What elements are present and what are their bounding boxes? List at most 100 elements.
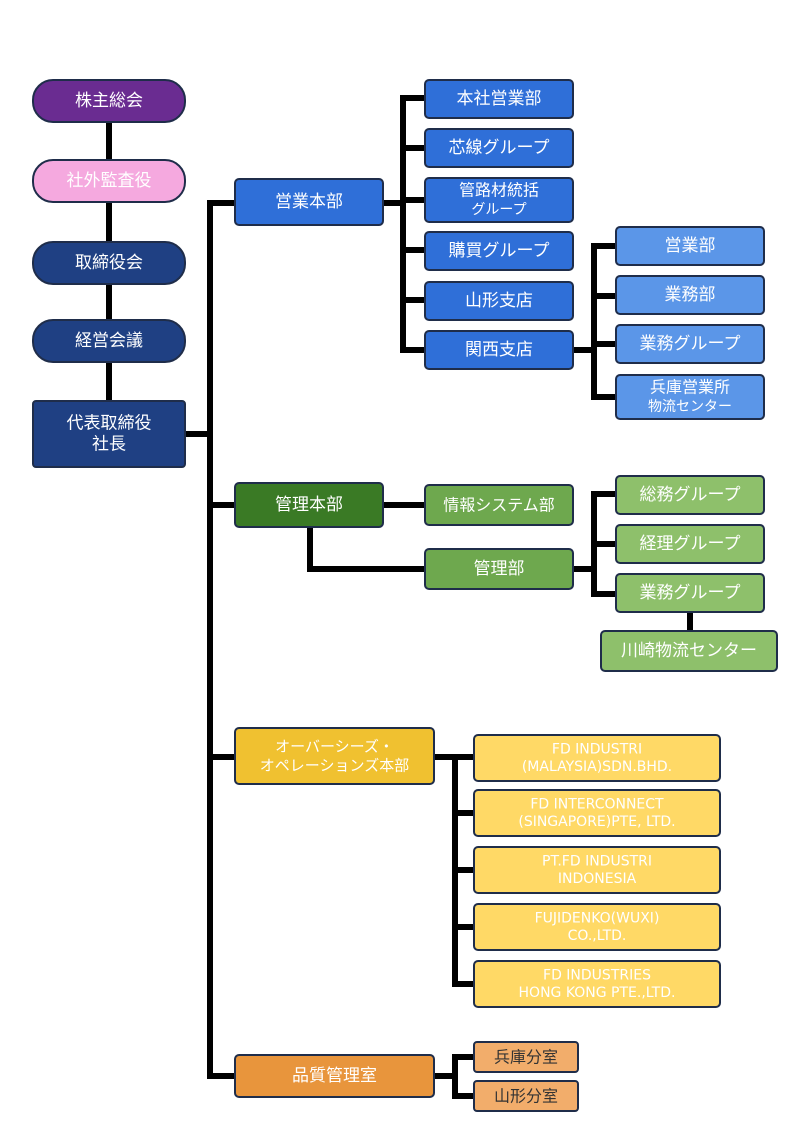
org-node-fujidenko-wuxi: FUJIDENKO(WUXI) CO.,LTD. (473, 903, 721, 951)
connector-lines (106, 95, 693, 1099)
node-label: 社外監査役 (67, 171, 152, 191)
node-label: 管路材統括 (459, 181, 539, 200)
org-node-k-business-group: 業務グループ (615, 324, 765, 364)
node-label: 本社営業部 (457, 89, 542, 109)
node-box (234, 1054, 435, 1098)
node-label: CO.,LTD. (568, 928, 627, 944)
org-node-fd-malaysia: FD INDUSTRI (MALAYSIA)SDN.BHD. (473, 734, 721, 782)
node-box (473, 1080, 579, 1112)
org-node-yamagata-branch: 山形支店 (424, 281, 574, 321)
node-box (615, 226, 765, 266)
org-node-sales-hq: 営業本部 (234, 178, 384, 226)
node-box (473, 846, 721, 894)
node-label: 管理部 (474, 559, 525, 579)
node-label: 社長 (92, 435, 126, 455)
node-box (615, 573, 765, 613)
node-label: INDONESIA (558, 871, 637, 887)
node-box (32, 400, 186, 468)
connector-line (307, 524, 428, 572)
node-box (615, 275, 765, 315)
node-box (424, 484, 574, 526)
node-label: 業務グループ (640, 583, 741, 603)
node-label: 関西支店 (465, 340, 533, 360)
org-node-shareholders: 株主総会 (32, 79, 186, 123)
node-label: 株主総会 (75, 91, 143, 111)
node-label: 経理グループ (640, 534, 741, 554)
node-box (473, 789, 721, 837)
node-box (32, 79, 186, 123)
node-label: オーバーシーズ・ (275, 738, 394, 756)
node-label: 管理本部 (275, 495, 343, 515)
node-label: 兵庫分室 (494, 1048, 558, 1067)
node-box (473, 960, 721, 1008)
node-box (32, 241, 186, 285)
org-node-hyogo-qa: 兵庫分室 (473, 1041, 579, 1073)
node-box (234, 178, 384, 226)
node-box (473, 903, 721, 951)
node-box (615, 524, 765, 564)
node-box (32, 319, 186, 363)
org-node-k-sales: 営業部 (615, 226, 765, 266)
node-label: 経営会議 (75, 331, 143, 351)
org-node-fd-indonesia: PT.FD INDUSTRI INDONESIA (473, 846, 721, 894)
org-node-admin-dept: 管理部 (424, 548, 574, 590)
org-node-accounting: 経理グループ (615, 524, 765, 564)
node-label: (SINGAPORE)PTE, LTD. (518, 814, 675, 830)
org-node-head-sales: 本社営業部 (424, 79, 574, 119)
node-box (615, 324, 765, 364)
node-label: 営業本部 (275, 192, 343, 212)
node-label: 業務グループ (640, 334, 741, 354)
node-label: 物流センター (648, 399, 732, 415)
node-label: PT.FD INDUSTRI (542, 853, 652, 869)
node-box (424, 231, 574, 271)
node-label: FD INTERCONNECT (530, 796, 664, 812)
org-node-kawasaki-center: 川崎物流センター (600, 630, 778, 672)
node-label: FUJIDENKO(WUXI) (535, 910, 660, 926)
node-box (615, 475, 765, 515)
org-node-a-business-group: 業務グループ (615, 573, 765, 613)
node-box (615, 374, 765, 420)
org-node-overseas-hq: オーバーシーズ・オペレーションズ本部 (234, 727, 435, 785)
org-node-board: 取締役会 (32, 241, 186, 285)
org-node-qa-office: 品質管理室 (234, 1054, 435, 1098)
node-label: FD INDUSTRI (552, 741, 642, 757)
node-label: 川崎物流センター (621, 641, 757, 661)
org-node-purchase-group: 購買グループ (424, 231, 574, 271)
org-node-yamagata-qa: 山形分室 (473, 1080, 579, 1112)
node-box (473, 734, 721, 782)
node-box (424, 281, 574, 321)
node-box (424, 79, 574, 119)
node-box (424, 177, 574, 223)
org-node-k-business: 業務部 (615, 275, 765, 315)
node-box (473, 1041, 579, 1073)
org-node-auditors: 社外監査役 (32, 159, 186, 203)
node-label: HONG KONG PTE.,LTD. (519, 985, 676, 1001)
node-label: 兵庫営業所 (650, 378, 730, 397)
org-node-fd-singapore: FD INTERCONNECT (SINGAPORE)PTE, LTD. (473, 789, 721, 837)
node-label: 購買グループ (449, 241, 550, 261)
node-box (424, 330, 574, 370)
node-box (234, 482, 384, 528)
node-label: 品質管理室 (292, 1066, 377, 1086)
node-box (32, 159, 186, 203)
org-node-admin-hq: 管理本部 (234, 482, 384, 528)
node-label: 営業部 (665, 236, 716, 256)
node-label: 山形分室 (494, 1087, 558, 1106)
node-label: (MALAYSIA)SDN.BHD. (522, 759, 672, 775)
node-label: 代表取締役 (67, 413, 152, 433)
node-label: オペレーションズ本部 (260, 756, 409, 774)
org-node-core-group: 芯線グループ (424, 128, 574, 168)
node-label: 山形支店 (465, 291, 533, 311)
node-box (424, 128, 574, 168)
node-box (234, 727, 435, 785)
org-node-info-sys: 情報システム部 (424, 484, 574, 526)
org-node-general-affairs: 総務グループ (615, 475, 765, 515)
node-label: 情報システム部 (443, 496, 555, 515)
org-node-mgmt-meeting: 経営会議 (32, 319, 186, 363)
